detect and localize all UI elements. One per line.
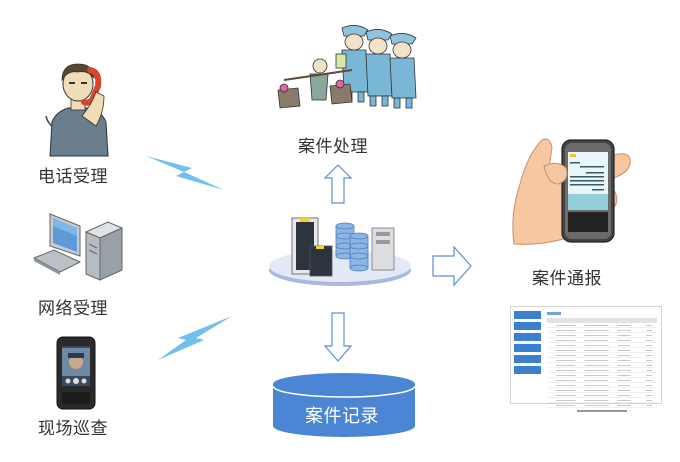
arrow-up-icon xyxy=(323,164,353,204)
arrow-right-icon xyxy=(432,245,472,287)
case-list-screenshot-icon xyxy=(510,306,662,412)
sidebar-item xyxy=(514,311,541,319)
arrow-down-icon xyxy=(323,312,353,362)
table-row xyxy=(547,399,657,403)
table-block xyxy=(547,312,657,412)
sidebar-item xyxy=(514,344,541,352)
table-row xyxy=(547,359,657,363)
lightning-bolt-icon xyxy=(146,156,224,190)
sidebar-item xyxy=(514,366,541,374)
sidebar-item xyxy=(514,355,541,363)
police-officers-cartoon-icon xyxy=(277,25,417,109)
table-row xyxy=(547,404,657,408)
output-handling-label: 案件处理 xyxy=(298,137,368,157)
sidebar-item xyxy=(514,322,541,330)
table-row xyxy=(547,349,657,353)
desktop-computer-icon xyxy=(32,213,124,281)
table-row xyxy=(547,329,657,333)
table-row xyxy=(547,369,657,373)
table-row xyxy=(547,394,657,398)
lightning-bolt-icon xyxy=(158,316,232,360)
table-row xyxy=(547,354,657,358)
source-phone-label: 电话受理 xyxy=(38,167,108,187)
hand-holding-phone-icon xyxy=(512,138,631,245)
table-row xyxy=(547,324,657,328)
server-cluster-icon xyxy=(269,217,411,286)
table-row xyxy=(547,344,657,348)
person-on-phone-icon xyxy=(45,63,109,157)
table-row xyxy=(547,379,657,383)
police-handheld-terminal-icon xyxy=(56,336,96,410)
table-row xyxy=(547,364,657,368)
sidebar-item xyxy=(514,333,541,341)
table-row xyxy=(547,389,657,393)
sidebar-block xyxy=(514,311,541,374)
output-notify-label: 案件通报 xyxy=(532,269,602,289)
source-patrol-label: 现场巡查 xyxy=(38,419,108,439)
table-row xyxy=(547,339,657,343)
output-record-label: 案件记录 xyxy=(305,406,379,427)
source-network-label: 网络受理 xyxy=(38,299,108,319)
database-cylinder-icon xyxy=(272,373,416,437)
table-row xyxy=(547,384,657,388)
table-row xyxy=(547,374,657,378)
table-row xyxy=(547,334,657,338)
